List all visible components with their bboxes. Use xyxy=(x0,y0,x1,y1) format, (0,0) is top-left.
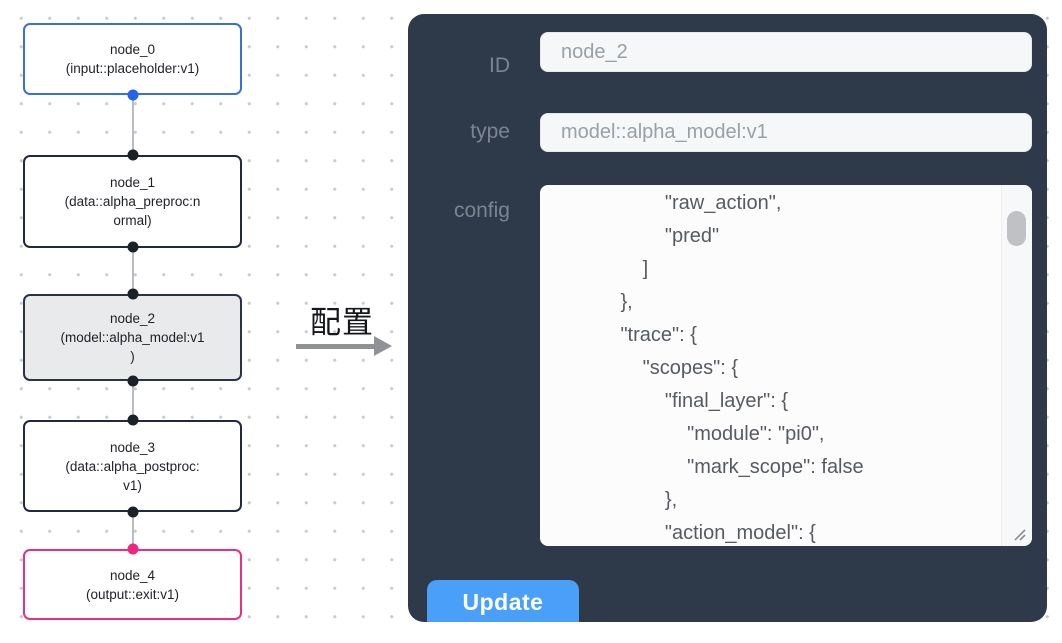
config-json-text: "raw_action", "pred" ] }, "trace": { "sc… xyxy=(620,192,864,544)
node-node_0[interactable]: node_0 (input::placeholder:v1) xyxy=(23,23,242,95)
id-input[interactable] xyxy=(540,32,1032,72)
node-node_4[interactable]: node_4 (output::exit:v1) xyxy=(23,549,242,620)
configure-annotation-label: 配置 xyxy=(310,305,374,340)
id-field-label: ID xyxy=(489,54,510,77)
edge-node3-node4 xyxy=(132,512,134,549)
node-label: node_3 (data::alpha_postproc: v1) xyxy=(65,439,200,493)
config-textarea[interactable]: "raw_action", "pred" ] }, "trace": { "sc… xyxy=(540,185,1032,546)
node-config-panel: ID type config "raw_action", "pred" ] },… xyxy=(408,14,1047,622)
node-label: node_2 (model::alpha_model:v1 ) xyxy=(60,311,205,364)
port-node2-in[interactable] xyxy=(127,288,139,300)
node-node_1[interactable]: node_1 (data::alpha_preproc:n ormal) xyxy=(23,155,242,248)
update-button[interactable]: Update xyxy=(427,580,579,622)
textarea-resize-handle-icon[interactable] xyxy=(1011,526,1027,542)
config-field-label: config xyxy=(453,199,510,222)
node-node_3[interactable]: node_3 (data::alpha_postproc: v1) xyxy=(23,420,242,512)
config-scrollbar-track[interactable] xyxy=(1001,185,1032,546)
node-label: node_0 (input::placeholder:v1) xyxy=(65,42,200,76)
type-input[interactable] xyxy=(540,113,1032,152)
port-node0-out[interactable] xyxy=(127,89,139,101)
right-arrow-head-icon xyxy=(374,336,392,356)
node-label: node_4 (output::exit:v1) xyxy=(85,567,180,602)
config-scrollbar-thumb[interactable] xyxy=(1007,211,1026,246)
port-node1-in[interactable] xyxy=(127,149,139,161)
port-node3-out[interactable] xyxy=(127,506,139,518)
node-label: node_1 (data::alpha_preproc:n ormal) xyxy=(64,175,201,228)
port-node1-out[interactable] xyxy=(127,241,139,253)
type-field-label: type xyxy=(470,120,510,143)
port-node3-in[interactable] xyxy=(127,414,139,426)
edge-node2-node3 xyxy=(132,381,134,420)
port-node4-in[interactable] xyxy=(127,543,139,555)
edge-node0-node1 xyxy=(132,95,134,155)
right-arrow-icon xyxy=(296,344,376,349)
edge-node1-node2 xyxy=(132,247,134,294)
port-node2-out[interactable] xyxy=(127,375,139,387)
node-node_2-selected[interactable]: node_2 (model::alpha_model:v1 ) xyxy=(23,294,242,381)
